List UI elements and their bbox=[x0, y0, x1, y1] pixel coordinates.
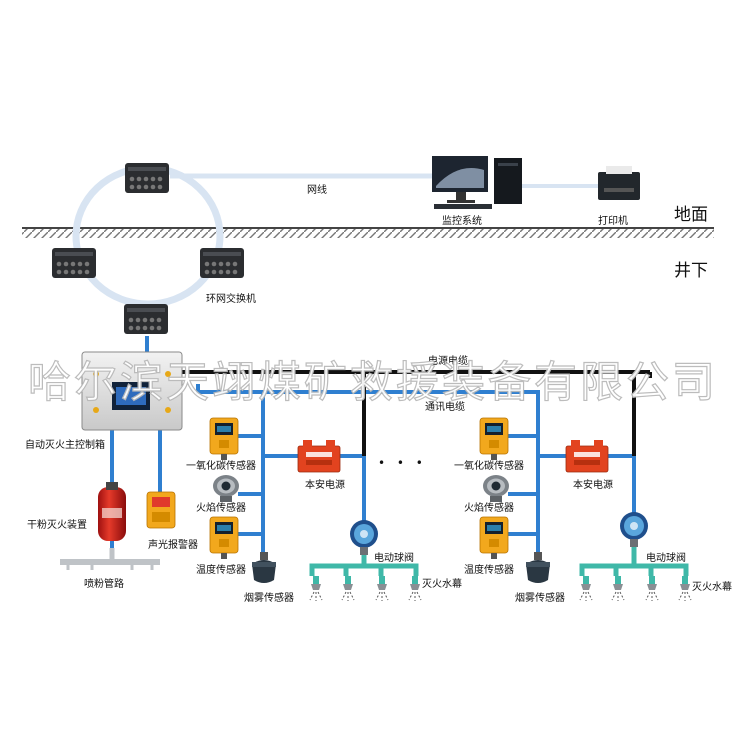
smoke-sensor-left-label: 烟雾传感器 bbox=[244, 593, 294, 604]
temp-sensor-left-label: 温度传感器 bbox=[196, 565, 246, 576]
ring-switch-top bbox=[125, 163, 169, 193]
main-controller-label: 自动灭火主控制箱 bbox=[25, 440, 105, 451]
flame-sensor-left-label: 火焰传感器 bbox=[196, 503, 246, 514]
ground-hatch bbox=[22, 228, 714, 238]
safety-power-left-label: 本安电源 bbox=[305, 480, 345, 491]
network-cable-label: 网线 bbox=[307, 185, 327, 196]
ring-switch-left bbox=[52, 248, 96, 278]
smoke-sensor-right-label: 烟雾传感器 bbox=[515, 593, 565, 604]
surface-label: 地面 bbox=[674, 205, 708, 225]
temp-sensor-right bbox=[479, 516, 509, 560]
water-curtain-right-label: 灭火水幕 bbox=[692, 582, 732, 593]
flame-sensor-right-label: 火焰传感器 bbox=[464, 503, 514, 514]
temp-sensor-right-label: 温度传感器 bbox=[464, 565, 514, 576]
dry-powder-label: 干粉灭火装置 bbox=[27, 520, 87, 531]
company-watermark: 哈尔滨天翊煤矿救援装备有限公司 bbox=[27, 357, 718, 408]
power-cable-label: 电源电缆 bbox=[428, 356, 468, 367]
ring-switch-right bbox=[200, 248, 244, 278]
safety-power-left bbox=[297, 439, 341, 473]
smoke-sensor-left bbox=[252, 552, 276, 583]
alarm-label: 声光报警器 bbox=[148, 540, 198, 551]
flame-sensor-right bbox=[483, 475, 509, 502]
temp-sensor-left bbox=[209, 516, 239, 560]
monitoring-computer bbox=[432, 156, 522, 209]
co-sensor-right bbox=[479, 417, 509, 461]
comm-cable-label: 通讯电缆 bbox=[425, 402, 465, 413]
smoke-sensor-right bbox=[526, 552, 550, 583]
co-sensor-left-label: 一氧化碳传感器 bbox=[186, 461, 256, 472]
monitoring-system-label: 监控系统 bbox=[442, 216, 482, 227]
water-curtain-left bbox=[309, 555, 422, 602]
co-sensor-right-label: 一氧化碳传感器 bbox=[454, 461, 524, 472]
main-controller-box bbox=[81, 351, 183, 431]
powder-pipe bbox=[60, 548, 160, 570]
underground-label: 井下 bbox=[674, 261, 708, 281]
powder-pipe-label: 喷粉管路 bbox=[84, 579, 124, 590]
water-curtain-right bbox=[579, 547, 692, 602]
printer-device bbox=[598, 166, 640, 200]
co-sensor-left bbox=[209, 417, 239, 461]
ball-valve-right bbox=[620, 512, 648, 547]
power-cables bbox=[180, 370, 652, 456]
ellipsis-label: • • • bbox=[378, 456, 427, 470]
safety-power-right bbox=[565, 439, 609, 473]
audible-visual-alarm bbox=[146, 491, 176, 529]
dry-powder-device bbox=[98, 482, 126, 541]
ball-valve-left-label: 电动球阀 bbox=[374, 553, 414, 564]
flame-sensor-left bbox=[213, 475, 239, 502]
safety-power-right-label: 本安电源 bbox=[573, 480, 613, 491]
water-curtain-left-label: 灭火水幕 bbox=[422, 579, 462, 590]
ball-valve-right-label: 电动球阀 bbox=[646, 553, 686, 564]
ring-switch-bottom bbox=[124, 304, 168, 334]
ring-switch-label: 环网交换机 bbox=[206, 294, 256, 305]
printer-label: 打印机 bbox=[598, 216, 628, 227]
